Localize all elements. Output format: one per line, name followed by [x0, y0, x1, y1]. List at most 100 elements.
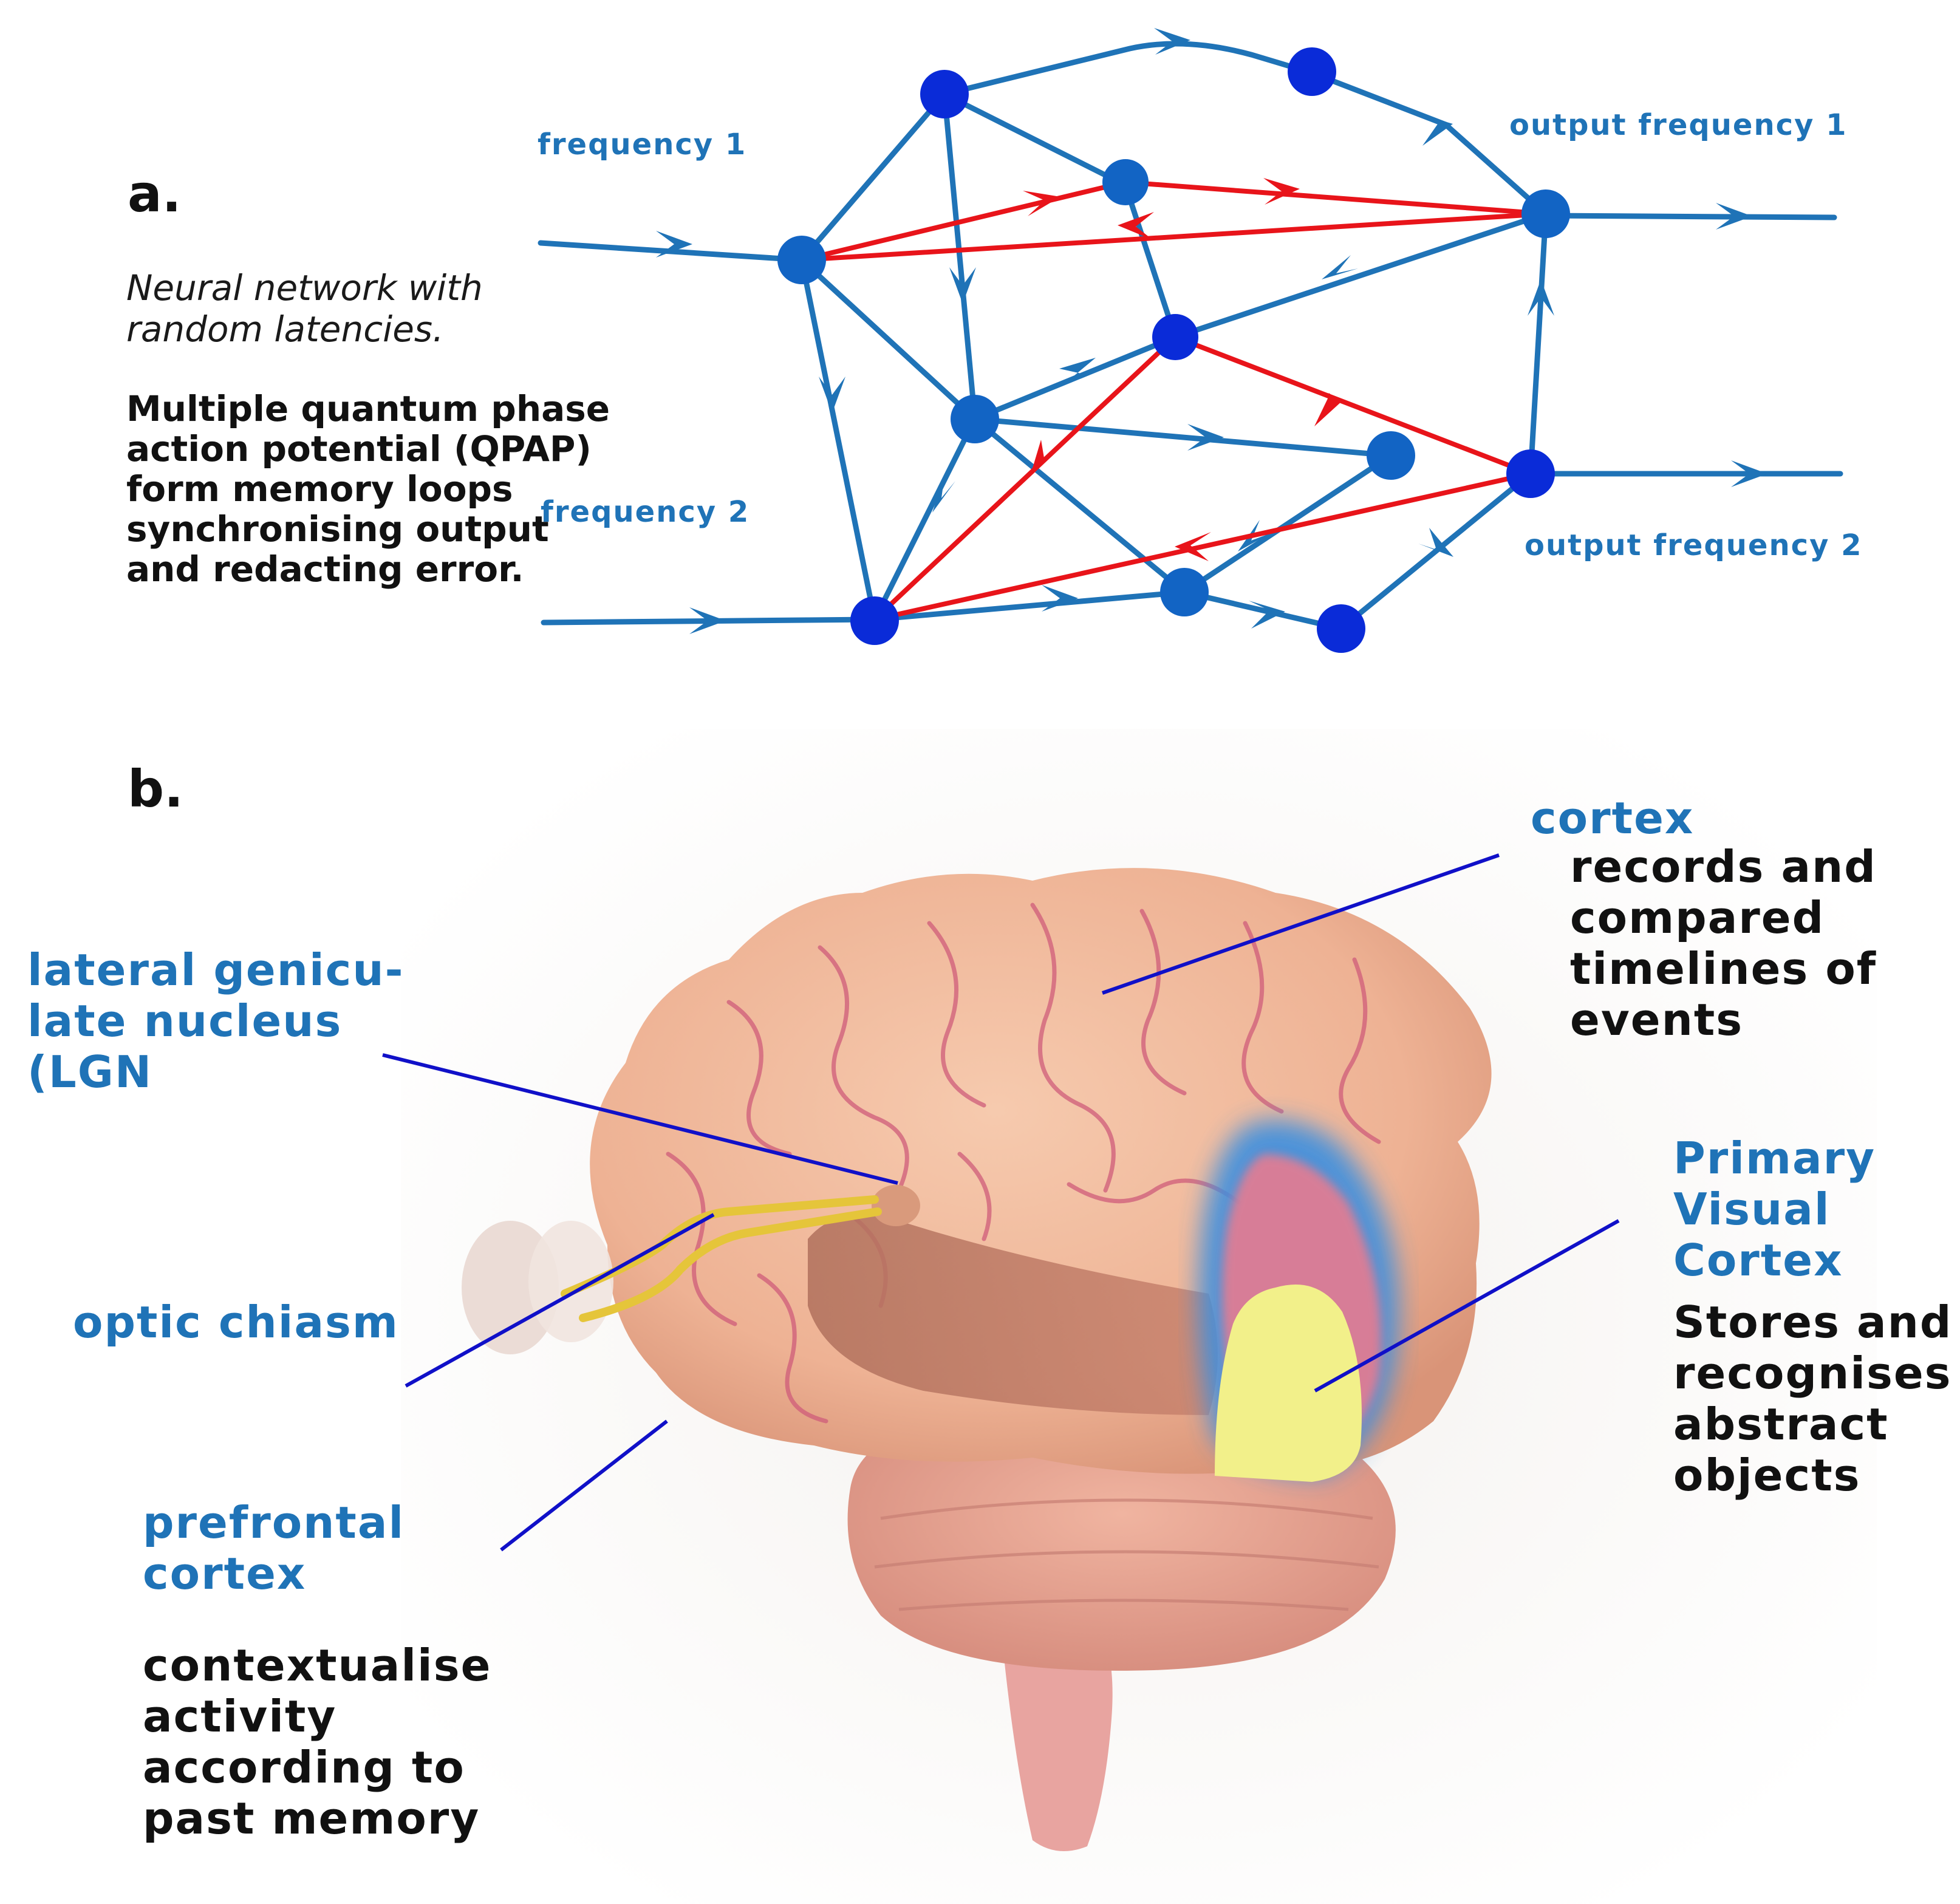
arrowhead [689, 607, 726, 634]
arrowhead [949, 267, 976, 304]
label-lgn: lateral genicu- late nucleus (LGN [27, 944, 404, 1097]
arrowhead [1731, 460, 1767, 487]
edge [972, 334, 1178, 422]
leader-visual-cortex [1314, 1219, 1620, 1393]
cerebellum-folds [874, 1498, 1379, 1611]
leader-lgn [382, 1053, 898, 1185]
label-line: past memory [143, 1793, 480, 1844]
edge [1528, 211, 1549, 477]
arrowhead [1307, 390, 1342, 426]
arrowhead [1059, 358, 1096, 382]
arrowhead [1042, 585, 1078, 612]
caption-bold-line: synchronising output [126, 508, 549, 550]
edge [872, 589, 1187, 623]
panel-a-caption-italic: Neural network with random latencies. [126, 267, 483, 350]
label-line: Primary [1673, 1133, 1876, 1184]
node [1102, 159, 1149, 205]
leader-optic-chiasm [405, 1213, 715, 1388]
edge [799, 257, 978, 422]
node [850, 596, 899, 645]
caption-bold-line: form memory loops [126, 468, 513, 510]
label-line: events [1570, 994, 1744, 1045]
label-prefrontal-body: contextualise activity according to past… [143, 1640, 491, 1844]
arrowhead [1187, 424, 1224, 451]
label-line: optic chiasm [73, 1297, 399, 1348]
red-arrowheads [1023, 178, 1342, 561]
arrowhead [1716, 203, 1752, 230]
primary-visual-cortex-region [1198, 1120, 1399, 1482]
node [1317, 604, 1365, 653]
label-line: abstract [1673, 1399, 1889, 1450]
output-label-frequency-1: output frequency 1 [1509, 108, 1848, 142]
arrowhead [1154, 28, 1190, 55]
leader-lines [382, 853, 1620, 1552]
edge [941, 91, 1129, 188]
arrowhead [1023, 191, 1060, 216]
edge [941, 91, 978, 422]
arrowhead [932, 476, 955, 513]
label-visual-cortex-head: Primary Visual Cortex [1673, 1133, 1876, 1286]
input-label-frequency-2: frequency 2 [541, 495, 750, 529]
caption-italic-line: random latencies. [126, 309, 444, 350]
label-line: Cortex [1673, 1235, 1843, 1286]
node [1152, 314, 1198, 360]
leader-prefrontal [500, 1419, 668, 1552]
arrowhead [1322, 255, 1358, 279]
label-line: objects [1673, 1450, 1861, 1501]
caption-bold-line: and redacting error. [126, 548, 524, 590]
label-optic-chiasm: optic chiasm [73, 1297, 399, 1348]
panel-b-letter: b. [128, 759, 184, 819]
cortex-sulci [666, 903, 1381, 1424]
arrowhead [1249, 601, 1285, 629]
edge [972, 416, 1187, 595]
label-line: Visual [1673, 1184, 1831, 1235]
panel-a-letter: a. [128, 164, 182, 223]
label-line: cortex [143, 1548, 307, 1599]
arrowhead [1238, 520, 1271, 551]
arrowhead [1118, 212, 1154, 240]
label-line: timelines of [1570, 943, 1877, 994]
eyeballs [462, 1221, 613, 1354]
node [1288, 47, 1336, 96]
red-memory-loops [799, 180, 1548, 622]
edge [972, 416, 1394, 459]
edge [799, 91, 948, 263]
label-prefrontal-head: prefrontal cortex [143, 1497, 405, 1599]
neural-network-diagram [538, 28, 1843, 653]
arrowhead [1418, 528, 1453, 557]
panel-a-caption-bold: Multiple quantum phase action potential … [126, 389, 610, 589]
arrowhead [819, 377, 845, 413]
label-visual-cortex-body: Stores and recognises abstract objects [1673, 1297, 1952, 1501]
arrowhead [1263, 178, 1300, 205]
caption-bold-line: Multiple quantum phase [126, 388, 610, 429]
label-line: compared [1570, 892, 1825, 943]
label-line: according to [143, 1742, 465, 1793]
label-cortex-body: records and compared timelines of events [1570, 841, 1877, 1045]
edge [872, 416, 978, 623]
blue-arrowheads [656, 28, 1767, 634]
label-line: late nucleus [27, 995, 343, 1046]
leader-cortex [1102, 853, 1500, 995]
edge [1122, 182, 1178, 340]
node [777, 236, 826, 284]
node [1506, 449, 1555, 498]
edge [799, 257, 878, 623]
label-line: cortex [1531, 793, 1695, 844]
output-label-frequency-2: output frequency 2 [1525, 528, 1863, 562]
optic-radiation [808, 1215, 1218, 1415]
label-line: contextualise [143, 1640, 492, 1691]
label-line: recognises [1673, 1348, 1952, 1399]
arrowhead [1175, 532, 1211, 561]
caption-bold-line: action potential (QPAP) [126, 428, 592, 469]
arrowhead [1416, 113, 1453, 146]
edge [1338, 471, 1534, 632]
node [1367, 431, 1415, 480]
label-line: lateral genicu- [27, 944, 405, 995]
node [951, 395, 999, 443]
red-loop-bottom [872, 335, 1533, 622]
arrowhead [656, 231, 692, 258]
label-line: Stores and [1673, 1297, 1953, 1348]
label-cortex-head: cortex [1531, 793, 1694, 844]
edge-top-arc [941, 41, 1549, 217]
